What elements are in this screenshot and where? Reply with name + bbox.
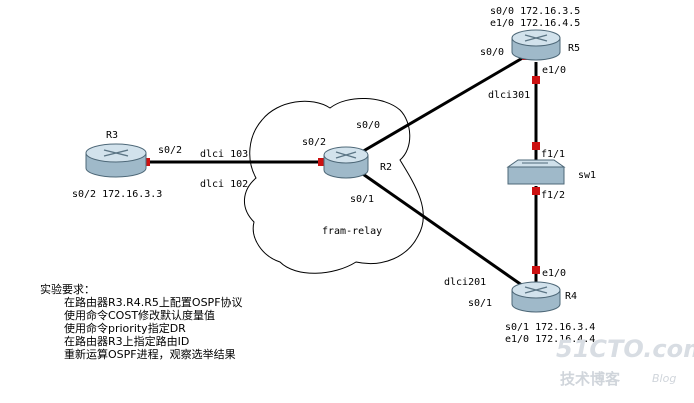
sw1-f1-1-label: f1/1 bbox=[541, 149, 565, 160]
port-dot-r4-e1-0 bbox=[532, 266, 540, 274]
router-r3-info: s0/2 172.16.3.3 bbox=[72, 189, 162, 200]
frame-relay-cloud bbox=[244, 97, 424, 274]
router-r3[interactable] bbox=[85, 143, 147, 178]
r4-s0-1-label: s0/1 bbox=[468, 298, 492, 309]
router-r3-name: R3 bbox=[106, 130, 118, 141]
requirements-item: 使用命令priority指定DR bbox=[64, 321, 186, 335]
router-r5-info-line1: s0/0 172.16.3.5 bbox=[490, 6, 580, 17]
switch-sw1-name: sw1 bbox=[578, 170, 596, 181]
sw1-f1-2-label: f1/2 bbox=[541, 190, 565, 201]
requirements-item: 在路由器R3上指定路由ID bbox=[64, 334, 189, 348]
watermark-blog: Blog bbox=[652, 372, 676, 385]
dlci-301-label: dlci301 bbox=[488, 90, 530, 101]
router-r5-name: R5 bbox=[568, 43, 580, 54]
router-r2-arrows-icon bbox=[335, 151, 357, 159]
watermark-site: 51CTO.com bbox=[556, 335, 694, 363]
switch-sw1[interactable] bbox=[506, 159, 566, 185]
r3-port-label: s0/2 bbox=[158, 145, 182, 156]
dlci-201-label: dlci201 bbox=[444, 277, 486, 288]
dlci-102-label: dlci 102 bbox=[200, 179, 248, 190]
switch-sw1-body bbox=[507, 166, 565, 185]
router-r3-arrows-icon bbox=[103, 149, 129, 157]
requirements-item: 使用命令COST修改默认度量值 bbox=[64, 308, 215, 322]
port-dot-r2-s0-2 bbox=[318, 158, 326, 166]
r2-s0-0-label: s0/0 bbox=[356, 120, 380, 131]
dlci-103-label: dlci 103 bbox=[200, 149, 248, 160]
router-r4-info-line1: s0/1 172.16.3.4 bbox=[505, 322, 595, 333]
r2-s0-2-label: s0/2 bbox=[302, 137, 326, 148]
watermark: 51CTO.com 技术博客 Blog bbox=[556, 335, 694, 388]
port-dot-r5-e1-0 bbox=[532, 76, 540, 84]
requirements-title: 实验要求： bbox=[40, 282, 95, 296]
router-r2-name: R2 bbox=[380, 162, 392, 173]
watermark-cn: 技术博客 bbox=[560, 370, 621, 388]
router-r4-name: R4 bbox=[565, 291, 577, 302]
r5-s0-0-label: s0/0 bbox=[480, 47, 504, 58]
link-r2-r5 bbox=[359, 54, 527, 155]
router-r4-info-line2: e1/0 172.16.4.4 bbox=[505, 334, 595, 345]
port-dot-sw1-f1-2 bbox=[532, 187, 540, 195]
router-r5-arrows-icon bbox=[524, 34, 548, 42]
port-dot-sw1-f1-1 bbox=[532, 142, 540, 150]
requirements-item: 在路由器R3.R4.R5上配置OSPF协议 bbox=[64, 295, 243, 309]
link-r2-r4 bbox=[359, 170, 527, 290]
r5-e1-0-label: e1/0 bbox=[542, 65, 566, 76]
requirements-item: 重新运算OSPF进程，观察选举结果 bbox=[64, 347, 236, 361]
r4-e1-0-label: e1/0 bbox=[542, 268, 566, 279]
router-r4[interactable] bbox=[511, 281, 561, 313]
router-r2[interactable] bbox=[323, 146, 369, 179]
router-r5[interactable] bbox=[511, 29, 561, 61]
cloud-label: fram-relay bbox=[322, 226, 382, 237]
router-r5-info-line2: e1/0 172.16.4.5 bbox=[490, 18, 580, 29]
router-r4-arrows-icon bbox=[524, 286, 548, 294]
r2-s0-1-label: s0/1 bbox=[350, 194, 374, 205]
requirements-notes: 实验要求： 在路由器R3.R4.R5上配置OSPF协议 使用命令COST修改默认… bbox=[40, 282, 243, 361]
